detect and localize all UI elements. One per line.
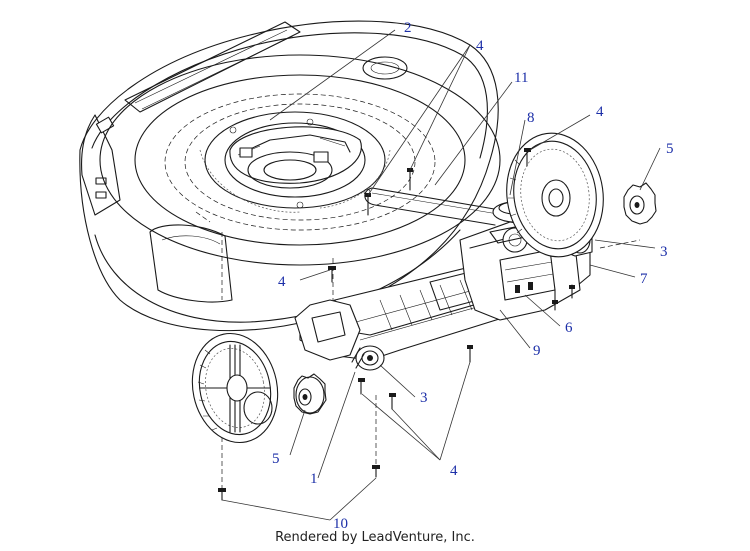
- callout-labels: 1 2 3 3 4 4 4 4 5 5 6 7 8 9 10 11: [272, 20, 674, 532]
- callout-label: 4: [596, 104, 604, 120]
- callout-label: 8: [527, 110, 535, 126]
- callout-label: 10: [333, 516, 348, 532]
- drive-belt: [364, 187, 501, 226]
- right-wheel: [506, 132, 604, 258]
- callout-label: 2: [404, 20, 412, 36]
- callout-label: 4: [476, 38, 484, 54]
- left-gear: [293, 373, 327, 415]
- mower-deck: [79, 20, 501, 332]
- callout-label: 11: [514, 70, 528, 86]
- leader-lines: [221, 29, 661, 521]
- callout-label: 6: [565, 320, 573, 336]
- callout-label: 7: [640, 271, 648, 287]
- callout-label: 3: [420, 390, 428, 406]
- left-wheel: [191, 332, 279, 444]
- right-gear: [623, 182, 657, 225]
- callout-label: 4: [450, 463, 458, 479]
- callout-label: 4: [278, 274, 286, 290]
- assembly-guide-lines: [221, 239, 641, 488]
- callout-label: 1: [310, 471, 318, 487]
- callout-label: 5: [272, 451, 280, 467]
- callout-label: 3: [660, 244, 668, 260]
- footer-credit: Rendered by LeadVenture, Inc.: [275, 530, 475, 545]
- callout-label: 5: [666, 141, 674, 157]
- callout-label: 9: [533, 343, 541, 359]
